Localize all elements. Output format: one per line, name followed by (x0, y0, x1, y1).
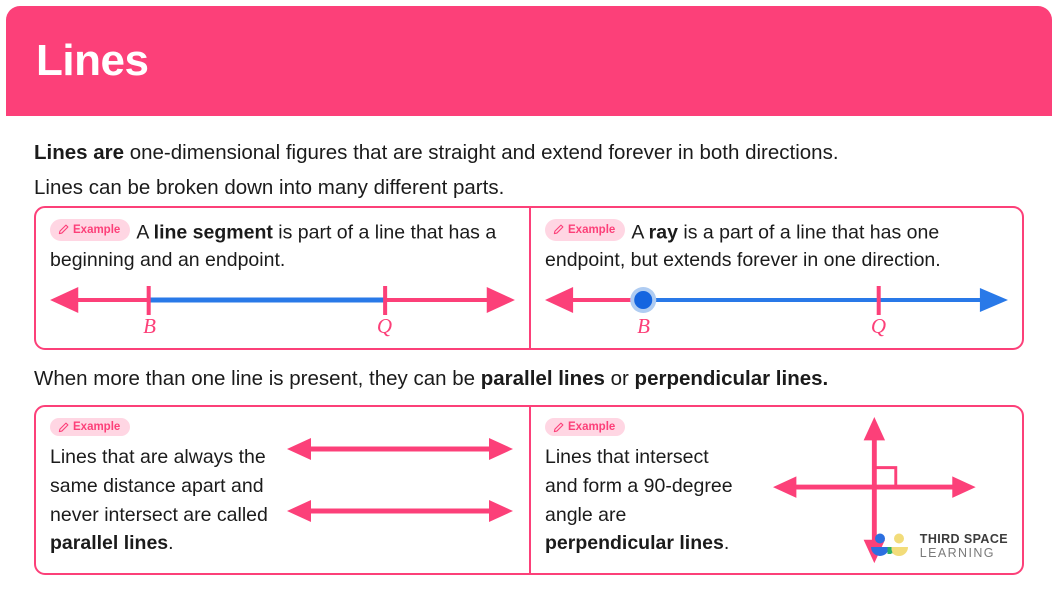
pencil-icon (58, 422, 69, 433)
mid-bold-perpendicular: perpendicular lines. (634, 366, 829, 390)
perpendicular-line-3: angle are (545, 503, 627, 526)
example-badge: Example (50, 418, 131, 437)
pencil-icon (553, 422, 564, 433)
panel-line-segment: Example A line segment is part of a line… (36, 208, 529, 348)
parallel-line-4: parallel lines. (50, 529, 320, 558)
panel-perpendicular: Example Lines that intersect and form a … (529, 407, 1022, 574)
intro-line-1-bold: Lines are (34, 141, 125, 164)
line-segment-term: line segment (153, 221, 273, 244)
pencil-icon (553, 224, 564, 235)
left-arrowhead (773, 476, 797, 499)
line-segment-labels: B Q (143, 314, 392, 338)
page-title: Lines (36, 36, 149, 85)
parallel-arrow-1-right-head (489, 438, 513, 461)
example-badge: Example (545, 218, 626, 242)
example-badge: Example (50, 218, 131, 242)
mid-part-1: When more than one line is present, they… (34, 366, 481, 390)
ray-text-part1: A (631, 221, 649, 244)
parallel-svg (287, 438, 513, 523)
page-header: Lines (6, 6, 1052, 116)
page-body: Lines are one-dimensional figures that a… (6, 136, 1052, 576)
intro-line-1: Lines are one-dimensional figures that a… (34, 136, 1024, 171)
example-badge-label: Example (73, 421, 121, 434)
example-badge: Example (545, 418, 626, 437)
label-b: B (143, 314, 156, 338)
line-segment-text: Example A line segment is part of a line… (50, 218, 515, 275)
parallel-term: parallel lines (50, 532, 169, 555)
logo-line-1: THIRD SPACE (919, 532, 1008, 547)
line-segment-text-part1: A (136, 221, 154, 244)
panel-parallel: Example Lines that are always the same d… (36, 407, 529, 573)
intro-paragraph: Lines are one-dimensional figures that a… (34, 136, 1024, 206)
ray-svg (545, 285, 1008, 315)
figure-parallel (285, 433, 515, 543)
middle-paragraph: When more than one line is present, they… (34, 364, 1024, 395)
example-badge-label: Example (73, 223, 121, 236)
line-segment-svg (50, 285, 515, 315)
intro-line-2: Lines can be broken down into many diffe… (34, 175, 505, 199)
pencil-icon (58, 224, 69, 235)
label-q: Q (871, 314, 886, 338)
endpoint-dot (634, 290, 653, 309)
examples-row-1: Example A line segment is part of a line… (34, 205, 1024, 350)
up-arrowhead (863, 417, 886, 441)
perpendicular-text: Lines that intersect and form a 90-degre… (545, 443, 815, 558)
third-space-learning-logo: THIRD SPACE LEARNING (868, 531, 1008, 561)
right-arrowhead (952, 476, 976, 499)
parallel-line-3: never intersect are called (50, 503, 268, 526)
perpendicular-line-2: and form a 90-degree (545, 475, 733, 498)
parallel-line-2: same distance apart and (50, 475, 264, 498)
left-arrowhead (545, 286, 574, 313)
figure-perpendicular (762, 415, 1012, 567)
example-badge-label: Example (568, 223, 616, 236)
parallel-arrow-1-left-head (287, 438, 311, 461)
label-b: B (637, 314, 650, 338)
parallel-text: Lines that are always the same distance … (50, 443, 320, 558)
logo-text: THIRD SPACE LEARNING (920, 532, 1008, 560)
logo-mark-icon (870, 533, 908, 557)
perpendicular-line-1: Lines that intersect (545, 446, 709, 469)
right-angle-marker (876, 466, 898, 487)
lesson-card: Lines Lines are one-dimensional figures … (6, 6, 1052, 593)
perpendicular-line-4: perpendicular lines. (545, 529, 815, 558)
examples-row-2: Example Lines that are always the same d… (34, 405, 1024, 576)
perpendicular-svg (773, 417, 976, 564)
intro-line-1-rest: one-dimensional figures that are straigh… (124, 141, 839, 164)
mid-part-2: or (604, 366, 635, 390)
right-arrowhead (486, 286, 515, 313)
left-arrowhead (50, 286, 79, 313)
right-arrowhead (979, 287, 1008, 312)
line-segment-text-part2: is part of a line that has a beginning a… (50, 221, 497, 272)
figure-line-segment: B Q (36, 278, 529, 340)
perpendicular-term: perpendicular lines (545, 532, 724, 555)
label-q: Q (377, 314, 392, 338)
parallel-period: . (168, 532, 174, 555)
logo-line-2: LEARNING (919, 546, 995, 561)
panel-ray: Example A ray is a part of a line that h… (529, 207, 1022, 348)
parallel-arrow-2-left-head (287, 500, 311, 523)
figure-ray: B Q (531, 278, 1022, 340)
ray-text-part2: is a part of a line that has one endpoin… (545, 221, 941, 272)
parallel-arrow-2-right-head (489, 500, 513, 523)
example-badge-label: Example (568, 421, 616, 434)
parallel-line-1: Lines that are always the (50, 446, 266, 469)
ray-labels: B Q (637, 314, 886, 338)
mid-bold-parallel: parallel lines (480, 366, 605, 390)
perpendicular-period: . (723, 532, 730, 555)
ray-text: Example A ray is a part of a line that h… (545, 218, 1008, 275)
ray-term: ray (648, 221, 678, 244)
